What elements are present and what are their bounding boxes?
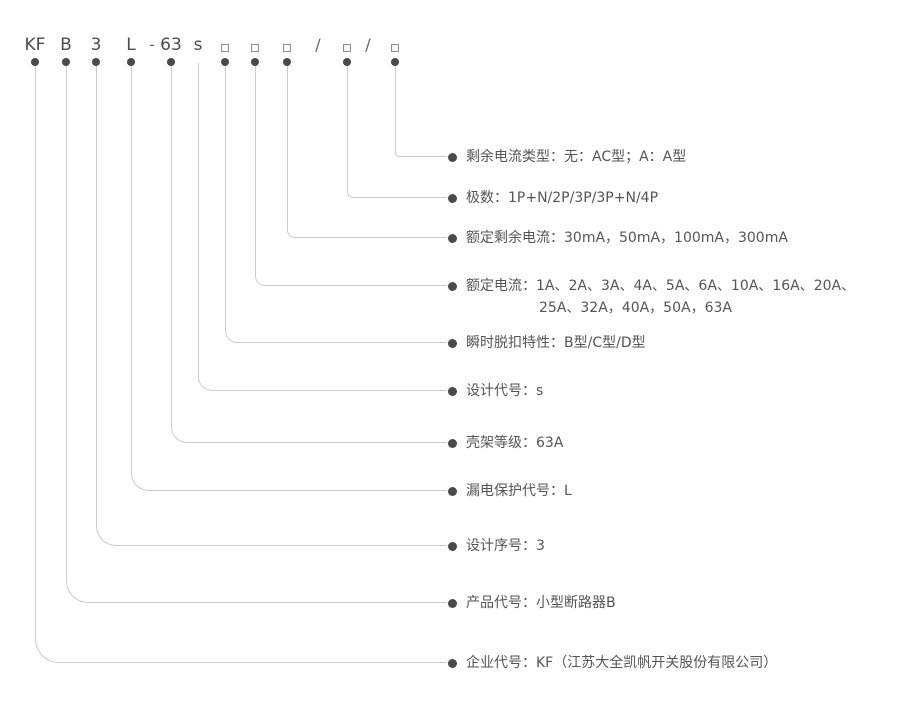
column-dot	[391, 58, 399, 66]
legend-label-text: 额定剩余电流：30mA，50mA，100mA，300mA	[466, 230, 788, 246]
legend-label-text: 壳架等级：63A	[466, 435, 564, 451]
connector-line-product-code	[66, 66, 447, 603]
legend-bullet-enterprise-code	[448, 659, 457, 668]
column-dot	[251, 58, 259, 66]
connector-line-enterprise-code	[35, 66, 447, 663]
model-code-placeholder-box	[391, 44, 399, 52]
legend-label-text: 产品代号：小型断路器B	[466, 595, 616, 611]
legend-label-text: 极数：1P+N/2P/3P/3P+N/4P	[466, 190, 659, 206]
connector-line-frame-rating	[171, 66, 447, 443]
legend-label-enterprise-code: 企业代号：KF（江苏大全凯帆开关股份有限公司）	[466, 652, 777, 674]
legend-label-text: 剩余电流类型：无：AC型；A：A型	[466, 149, 687, 165]
legend-bullet-frame-rating	[448, 439, 457, 448]
column-dot	[62, 58, 70, 66]
legend-label-design-code: 设计代号：s	[466, 380, 543, 402]
model-code-placeholder-box	[221, 44, 229, 52]
model-code-separator: /	[315, 35, 321, 54]
connector-line-instantaneous-trip-type	[225, 66, 447, 343]
legend-label-text-line2: 25A、32A，40A，50A，63A	[539, 300, 732, 316]
connector-line-rated-current	[255, 66, 447, 286]
legend-label-text: 设计代号：s	[466, 383, 544, 399]
connector-line-leakage-protection-code	[131, 66, 447, 491]
connector-line-design-code	[198, 63, 447, 391]
model-code-separator: -	[149, 35, 155, 54]
legend-bullet-design-code	[448, 387, 457, 396]
legend-bullet-product-code	[448, 599, 457, 608]
column-dot	[92, 58, 100, 66]
legend-label-text: 漏电保护代号：L	[466, 483, 572, 499]
legend-label-text: 企业代号：KF（江苏大全凯帆开关股份有限公司）	[466, 655, 778, 671]
legend-label-residual-current-type: 剩余电流类型：无：AC型；A：A型	[466, 146, 686, 168]
column-dot	[221, 58, 229, 66]
model-code-separator: /	[365, 35, 371, 54]
model-code-segment-kf: KF	[24, 35, 46, 55]
legend-bullet-design-serial-number	[448, 542, 457, 551]
model-code-segment-63: 63	[160, 35, 182, 55]
legend-bullet-rated-current	[448, 282, 457, 291]
model-code-segment-l: L	[126, 35, 136, 55]
model-code-placeholder-box	[251, 44, 259, 52]
legend-label-frame-rating: 壳架等级：63A	[466, 432, 563, 454]
model-code-placeholder-box	[283, 44, 291, 52]
legend-bullet-instantaneous-trip-type	[448, 339, 457, 348]
model-code-segment-b: B	[60, 35, 72, 55]
connector-line-residual-current-type	[395, 66, 447, 157]
legend-label-leakage-protection-code: 漏电保护代号：L	[466, 480, 572, 502]
legend-bullet-residual-current-type	[448, 153, 457, 162]
legend-label-text: 设计序号：3	[466, 538, 545, 554]
legend-bullet-leakage-protection-code	[448, 487, 457, 496]
connector-line-rated-residual-current	[287, 66, 447, 238]
model-code-placeholder-box	[343, 44, 351, 52]
column-dot	[283, 58, 291, 66]
legend-bullet-rated-residual-current	[448, 234, 457, 243]
legend-label-poles: 极数：1P+N/2P/3P/3P+N/4P	[466, 187, 658, 209]
column-dot	[31, 58, 39, 66]
column-dot	[343, 58, 351, 66]
legend-label-instantaneous-trip-type: 瞬时脱扣特性：B型/C型/D型	[466, 332, 646, 354]
legend-bullet-poles	[448, 194, 457, 203]
connector-line-poles	[347, 66, 447, 198]
legend-label-product-code: 产品代号：小型断路器B	[466, 592, 616, 614]
column-dot	[167, 58, 175, 66]
model-code-segment-s: s	[193, 35, 203, 55]
legend-label-rated-current: 额定电流：1A、2A、3A、4A、5A、6A、10A、16A、20A、 25A、3…	[466, 275, 855, 319]
column-dot	[127, 58, 135, 66]
legend-label-text: 额定电流：1A、2A、3A、4A、5A、6A、10A、16A、20A、	[466, 278, 856, 294]
model-code-segment-3: 3	[90, 35, 102, 55]
connector-line-design-serial-number	[96, 66, 447, 546]
legend-label-rated-residual-current: 额定剩余电流：30mA，50mA，100mA，300mA	[466, 227, 788, 249]
legend-label-text: 瞬时脱扣特性：B型/C型/D型	[466, 335, 646, 351]
legend-label-design-serial-number: 设计序号：3	[466, 535, 545, 557]
